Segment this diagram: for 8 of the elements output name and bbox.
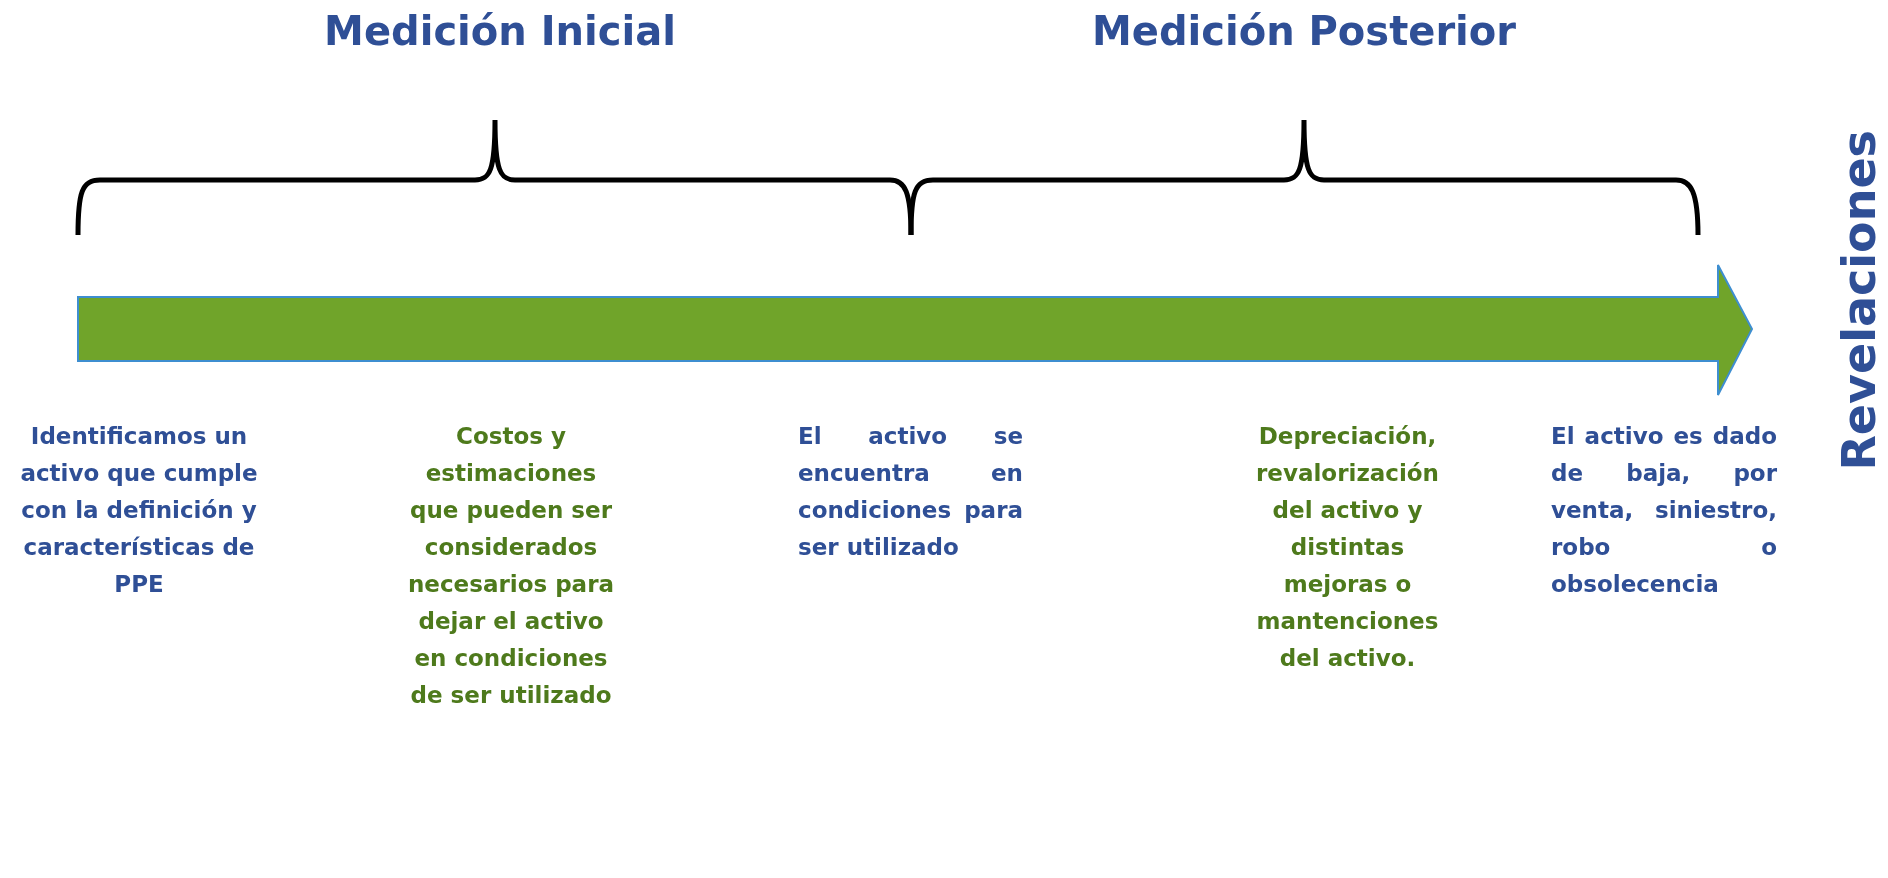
section-heading: Medición Posterior — [1091, 8, 1517, 54]
vertical-heading: Revelaciones — [1832, 130, 1886, 471]
stage-description: Depreciación, revalorización del activo y distintas mejoras o mantenciones del activo. — [1255, 422, 1440, 673]
stage-description: Costos y estimaciones que pueden ser considerados necesarios para dejar el activo en condiciones de ser utilizado — [407, 422, 615, 710]
stage-description: El activo es dado de baja, por venta, siniestro, robo o obsolecencia — [1551, 422, 1777, 599]
stage-description: El activo se encuentra en condiciones para ser utilizado — [798, 422, 1023, 562]
section-heading: Medición Inicial — [324, 8, 676, 54]
stage-description: Identificamos un activo que cumple con la definición y características de PPE — [19, 422, 259, 599]
